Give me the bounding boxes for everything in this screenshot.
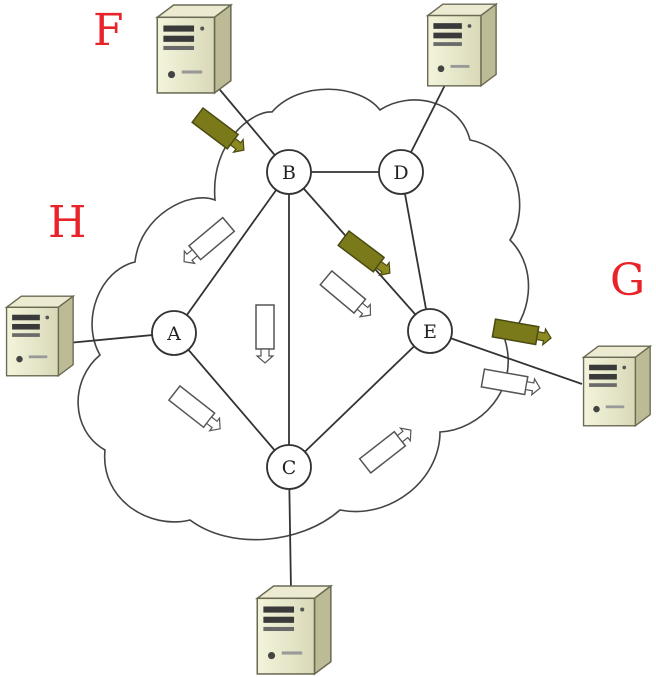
link-a-c	[173, 332, 290, 468]
router-label-e: E	[423, 321, 437, 343]
router-c: C	[266, 444, 312, 490]
packet-icon-filled-e-g	[491, 318, 554, 348]
link-b-a	[173, 171, 290, 334]
packet-icon-outline-b-e	[319, 270, 378, 323]
network-cloud	[77, 88, 530, 541]
link-c-e	[288, 330, 431, 468]
link-d-e	[400, 171, 431, 332]
server-icon-top-right	[426, 3, 497, 87]
server-icon-g	[582, 345, 651, 427]
link-g-e	[429, 330, 583, 385]
host-label-h: H	[48, 197, 86, 248]
router-label-d: D	[393, 162, 408, 184]
router-e: E	[407, 308, 453, 354]
server-icon-h	[5, 295, 74, 377]
router-a: A	[151, 310, 197, 356]
router-label-b: B	[282, 162, 296, 184]
router-label-a: A	[166, 323, 181, 345]
server-icon-bottom	[256, 585, 332, 675]
packet-icon-outline-a-c	[168, 385, 227, 437]
server-icon-f	[156, 4, 232, 94]
packet-icon-outline-c-e	[358, 422, 418, 474]
packet-icon-outline-e-g	[480, 368, 543, 398]
router-label-c: C	[282, 457, 297, 479]
packet-icon-filled-b-e	[337, 230, 397, 282]
host-label-f: F	[93, 5, 124, 56]
host-label-g: G	[610, 255, 645, 306]
packet-icon-outline-b-c	[255, 304, 275, 364]
router-b: B	[266, 149, 312, 195]
router-d: D	[378, 149, 424, 195]
